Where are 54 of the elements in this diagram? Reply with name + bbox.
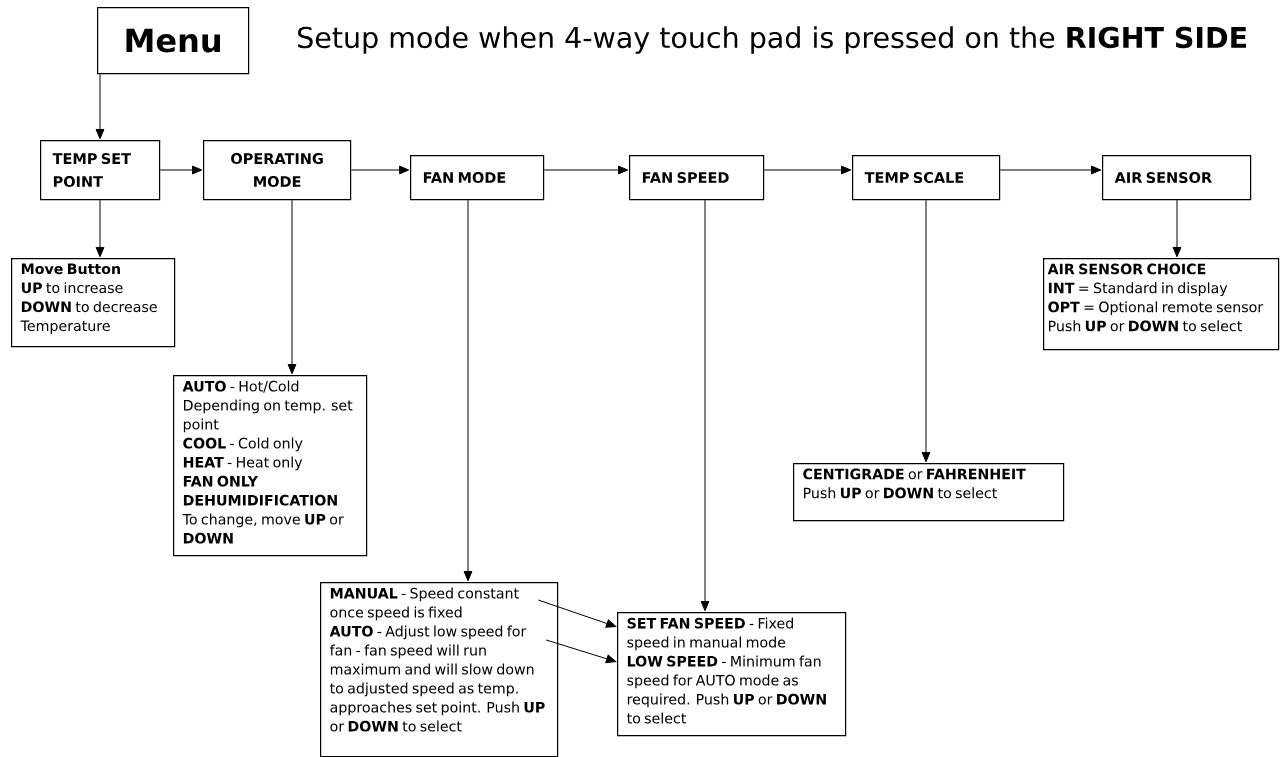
box-text: INT = Standard in display bbox=[1048, 282, 1228, 297]
arrow bbox=[999, 165, 1102, 175]
step-box bbox=[410, 155, 545, 201]
box-text: Push UP or DOWN to select bbox=[804, 487, 997, 499]
title: Setup mode when 4-way touch pad is pressed on the RIGHT SIDE bbox=[298, 26, 1247, 54]
box-text: OPERATING MODE bbox=[231, 153, 323, 188]
box-text: TEMP SCALE bbox=[864, 172, 964, 184]
box-text: DOWN to decrease Temperature bbox=[20, 301, 157, 334]
box-text: LOW SPEED - Minimum fan speed for AUTO mode as required. Push UP or DOWN to select bbox=[627, 655, 826, 724]
box-text: HEAT - Heat only bbox=[183, 456, 303, 471]
box-text: AUTO - Adjust low speed for fan - fan speed will run maximum and will slow down to adjusted speed as temp. approaches set point. Push UP or DOWN to select bbox=[329, 625, 545, 732]
detail-box bbox=[11, 258, 176, 348]
box-text: FAN ONLY bbox=[183, 475, 259, 487]
menu-box bbox=[97, 7, 250, 75]
arrow bbox=[95, 199, 105, 258]
detail-box bbox=[1043, 258, 1280, 351]
box-text: Menu bbox=[126, 28, 220, 53]
box-text: Push UP or DOWN to select bbox=[1049, 320, 1242, 332]
box-text: DEHUMIDIFICATION bbox=[183, 494, 337, 506]
box-text: AIR SENSOR CHOICE bbox=[1047, 263, 1206, 275]
detail-box bbox=[320, 582, 559, 757]
step-box bbox=[1102, 155, 1252, 201]
arrow bbox=[700, 199, 710, 612]
box-text: Move Button bbox=[21, 263, 120, 275]
box-text: AUTO - Hot/Cold Depending on temp. set point bbox=[182, 380, 353, 433]
box-text: TEMP SET POINT bbox=[52, 153, 131, 188]
arrow bbox=[537, 599, 617, 628]
step-box bbox=[203, 140, 352, 201]
arrow bbox=[350, 165, 410, 175]
arrow bbox=[921, 199, 931, 463]
arrow bbox=[545, 639, 617, 664]
detail-box bbox=[173, 375, 368, 557]
box-text: OPT = Optional remote sensor bbox=[1048, 301, 1264, 316]
detail-box bbox=[793, 463, 1065, 522]
detail-box bbox=[617, 612, 847, 737]
arrow bbox=[95, 73, 105, 140]
box-text: MANUAL - Speed constant once speed is fixed bbox=[330, 587, 519, 621]
step-box bbox=[629, 155, 765, 201]
box-text: AIR SENSOR bbox=[1114, 172, 1212, 184]
step-box bbox=[852, 155, 1001, 201]
box-text: CENTIGRADE or FAHRENHEIT bbox=[803, 468, 1026, 480]
box-text: To change, move UP or DOWN bbox=[182, 513, 344, 544]
box-text: SET FAN SPEED - Fixed speed in manual mode bbox=[627, 617, 793, 651]
arrow bbox=[543, 165, 629, 175]
box-text: COOL - Cold only bbox=[183, 437, 303, 452]
arrow bbox=[763, 165, 852, 175]
arrow bbox=[159, 165, 203, 175]
box-text: FAN SPEED bbox=[642, 172, 729, 184]
arrow bbox=[1172, 199, 1182, 258]
box-text: UP to increase bbox=[21, 282, 123, 294]
arrow bbox=[287, 199, 297, 375]
box-text: FAN MODE bbox=[423, 172, 506, 184]
arrow bbox=[463, 199, 473, 582]
step-box bbox=[40, 140, 161, 201]
